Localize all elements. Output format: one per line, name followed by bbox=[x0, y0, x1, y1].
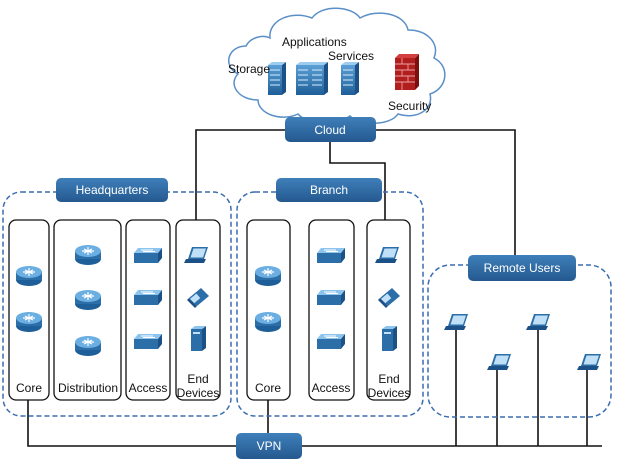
hq-access-label: Access bbox=[129, 381, 168, 395]
remote-users-button-label: Remote Users bbox=[484, 261, 561, 275]
hq-core-column bbox=[8, 219, 50, 401]
router-icon bbox=[254, 265, 282, 287]
storage-label: Storage bbox=[228, 62, 270, 76]
switch-icon bbox=[133, 289, 163, 306]
router-icon bbox=[74, 335, 102, 357]
switch-icon bbox=[316, 333, 346, 350]
headquarters-button[interactable]: Headquarters bbox=[56, 178, 168, 202]
router-icon bbox=[15, 265, 43, 287]
hq-distribution-label: Distribution bbox=[58, 381, 118, 395]
branch-core-column bbox=[246, 219, 291, 401]
branch-core-label: Core bbox=[255, 381, 281, 395]
switch-icon bbox=[316, 289, 346, 306]
cloud-button[interactable]: Cloud bbox=[285, 117, 376, 142]
branch-end-devices-label-line2: Devices bbox=[368, 386, 411, 400]
switch-icon bbox=[133, 333, 163, 350]
connection-lines bbox=[27, 129, 602, 447]
hq-core-label: Core bbox=[16, 381, 42, 395]
cloud-shape bbox=[228, 7, 446, 124]
laptop-icon bbox=[577, 354, 601, 370]
branch-button[interactable]: Branch bbox=[276, 178, 382, 202]
storage-server-icon bbox=[267, 61, 287, 96]
router-icon bbox=[74, 244, 102, 266]
application-servers-icon bbox=[295, 61, 329, 96]
desktop-pc-icon bbox=[382, 326, 397, 351]
branch-access-label: Access bbox=[312, 381, 351, 395]
switch-icon bbox=[133, 247, 163, 264]
security-label: Security bbox=[388, 99, 431, 113]
switch-icon bbox=[316, 247, 346, 264]
hq-end-devices-column bbox=[175, 219, 221, 401]
router-icon bbox=[254, 311, 282, 333]
cloud-button-label: Cloud bbox=[314, 123, 345, 137]
applications-label: Applications bbox=[282, 35, 347, 49]
laptop-icon bbox=[444, 314, 468, 330]
hq-access-column bbox=[125, 219, 171, 401]
router-icon bbox=[74, 289, 102, 311]
vpn-button[interactable]: VPN bbox=[236, 433, 302, 459]
services-label: Services bbox=[328, 49, 374, 63]
firewall-icon bbox=[395, 54, 419, 90]
branch-end-devices-column bbox=[366, 219, 411, 401]
laptop-icon bbox=[526, 314, 550, 330]
remote-users-button[interactable]: Remote Users bbox=[468, 255, 576, 281]
headquarters-button-label: Headquarters bbox=[76, 183, 149, 197]
hq-end-devices-label-line1: End bbox=[187, 372, 208, 386]
hq-distribution-column bbox=[53, 219, 122, 401]
router-icon bbox=[15, 311, 43, 333]
branch-end-devices-label-line1: End bbox=[378, 372, 399, 386]
services-server-icon bbox=[340, 61, 360, 96]
desktop-pc-icon bbox=[191, 326, 206, 351]
vpn-button-label: VPN bbox=[257, 439, 282, 453]
remote-users-group bbox=[427, 264, 612, 418]
hq-end-devices-label-line2: Devices bbox=[177, 386, 220, 400]
branch-button-label: Branch bbox=[310, 183, 348, 197]
branch-access-column bbox=[308, 219, 355, 401]
laptop-icon bbox=[487, 354, 511, 370]
